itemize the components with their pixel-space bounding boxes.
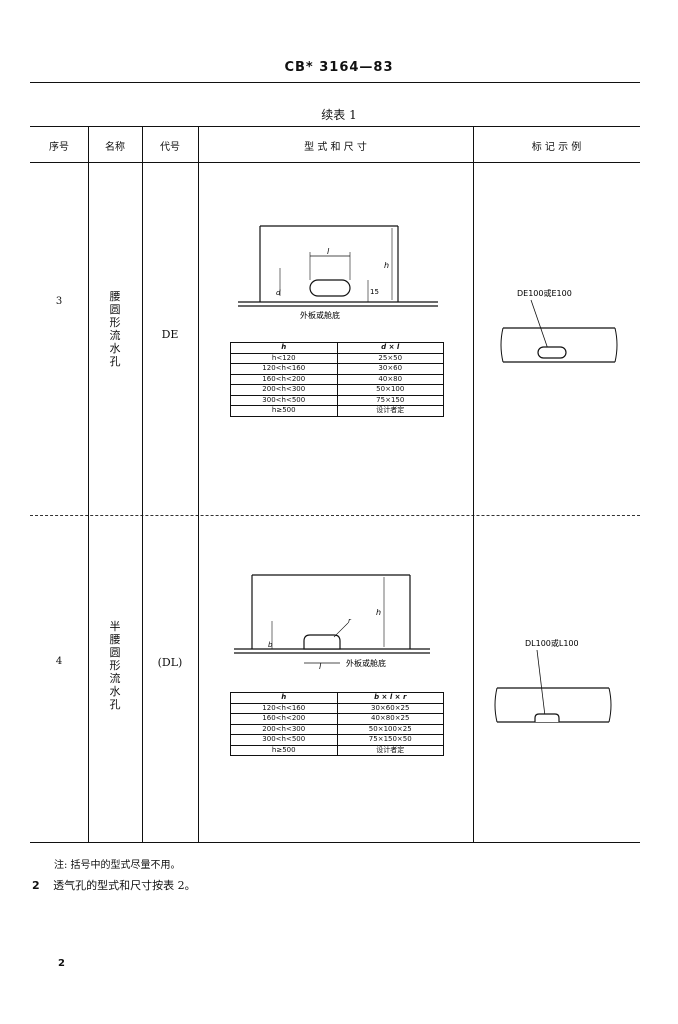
dim-table-cell: 75×150 [336, 394, 444, 406]
row-4-mark-drawing: DL100或L100 [494, 638, 612, 723]
row-3-name: 腰圆形流水孔 [109, 290, 121, 368]
dim-table-cell: 设计者定 [336, 405, 444, 417]
drawing-3-plate-label: 外板或舱底 [300, 310, 340, 320]
dim-table-cell: h≥500 [230, 405, 338, 417]
header-code: 代号 [160, 142, 180, 153]
dim-table-cell: h≥500 [230, 744, 338, 756]
dim-table-cell: 50×100 [336, 384, 444, 396]
row-3-drawing: l d 15 h 外板或舱底 [238, 225, 438, 320]
row-4-number: 4 [55, 656, 63, 667]
drawing-3-label-15: 15 [370, 288, 379, 296]
dim-table-cell: 75×150×50 [336, 734, 444, 746]
drawing-4-label-b: b [268, 641, 273, 649]
drawing-4-label-r: r [348, 617, 352, 625]
row-4-name: 半腰圆形流水孔 [109, 620, 121, 711]
drawing-3-label-h: h [384, 261, 389, 270]
row-3-code: DE [161, 328, 179, 341]
dim-table-cell: b × l × r [336, 692, 444, 704]
paragraph-2-text: 透气孔的型式和尺寸按表 2。 [53, 879, 196, 892]
dim-table-cell: 300<h<500 [230, 734, 338, 746]
col-divider-3 [198, 126, 199, 842]
note: 注: 括号中的型式尽量不用。 [54, 860, 181, 871]
header-number: 序号 [49, 142, 69, 153]
drawing-3-label-d: d [276, 289, 281, 297]
drawing-3-label-l: l [327, 247, 330, 256]
dim-table-cell: 设计者定 [336, 744, 444, 756]
row-4-drawing: r l b h 外板或舱底 [234, 574, 430, 671]
table-top-rule [30, 126, 640, 127]
row-3-mark-label: DE100或E100 [517, 288, 572, 298]
row-4-mark-label: DL100或L100 [525, 638, 579, 648]
dim-table-cell: 120<h<160 [230, 702, 338, 714]
page-number: 2 [58, 958, 65, 969]
dim-table-cell: d × l [336, 342, 444, 354]
dim-table-cell: h<120 [230, 352, 338, 364]
header-mark-example: 标 记 示 例 [531, 142, 582, 153]
dim-table-cell: 40×80×25 [336, 713, 444, 725]
table-bottom-rule [30, 842, 640, 843]
col-divider-2 [142, 126, 143, 842]
drawing-4-label-h: h [376, 608, 381, 617]
header-form-size: 型 式 和 尺 寸 [304, 142, 367, 153]
dim-table-cell: 120<h<160 [230, 363, 338, 375]
header-rule [30, 82, 640, 83]
row-divider [30, 515, 640, 516]
dim-table-cell: 25×50 [336, 352, 444, 364]
row-4-code: (DL) [157, 656, 183, 669]
dim-table-cell: 160<h<200 [230, 373, 338, 385]
col-divider-1 [88, 126, 89, 842]
standard-number: CB* 3164—83 [284, 60, 394, 75]
drawing-4-label-l: l [319, 662, 322, 671]
row-3-number: 3 [55, 296, 63, 307]
paragraph-2-number: 2 [32, 879, 40, 892]
dim-table-cell: h [230, 692, 338, 704]
dim-table-cell: 200<h<300 [230, 723, 338, 735]
dim-table-cell: 30×60 [336, 363, 444, 375]
dim-table-cell: h [230, 342, 338, 354]
row-3-mark-drawing: DE100或E100 [500, 288, 618, 363]
dim-table-cell: 300<h<500 [230, 394, 338, 406]
dim-table-cell: 40×80 [336, 373, 444, 385]
col-divider-4 [473, 126, 474, 842]
header-name: 名称 [105, 142, 125, 153]
table-caption: 续表 1 [321, 108, 357, 122]
header-bottom-rule [30, 162, 640, 163]
dim-table-cell: 30×60×25 [336, 702, 444, 714]
drawing-4-plate-label: 外板或舱底 [346, 658, 386, 668]
dim-table-cell: 160<h<200 [230, 713, 338, 725]
dim-table-cell: 200<h<300 [230, 384, 338, 396]
dim-table-cell: 50×100×25 [336, 723, 444, 735]
paragraph-2: 2 透气孔的型式和尺寸按表 2。 [32, 877, 196, 893]
